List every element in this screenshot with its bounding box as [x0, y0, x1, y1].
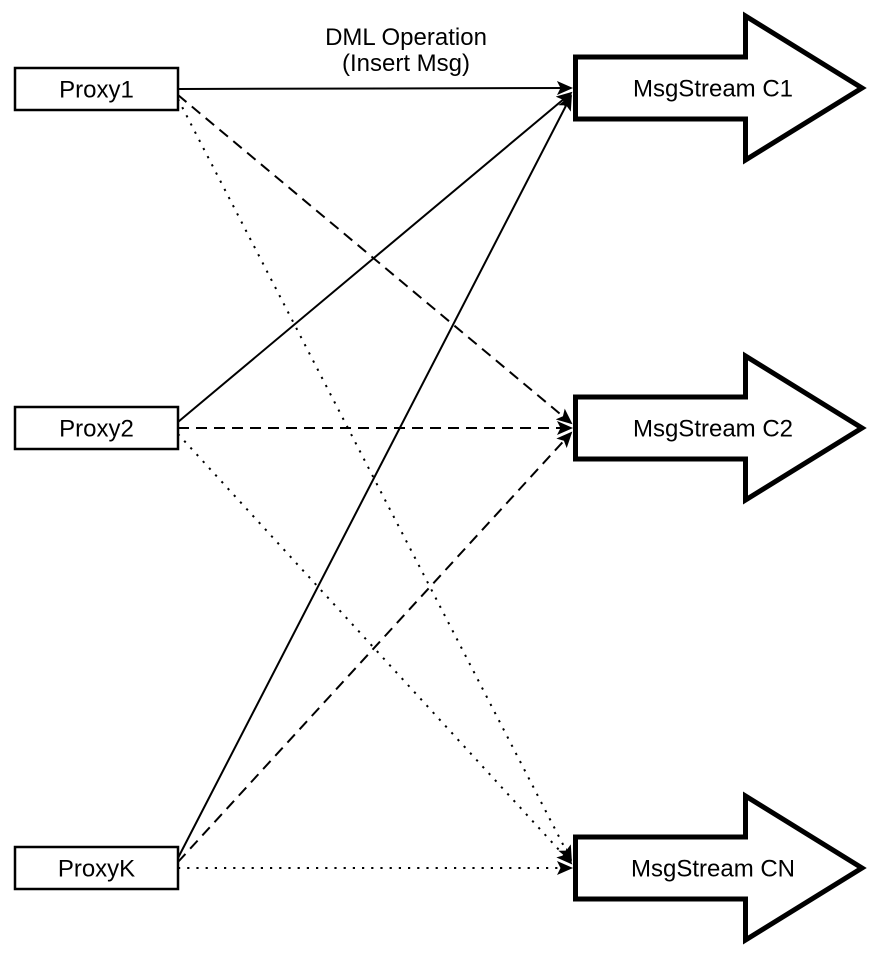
- proxy1-node: Proxy1: [13, 66, 180, 112]
- msgstream-c1-node: MsgStream C1: [573, 11, 867, 165]
- diagram-title-line2: (Insert Msg): [342, 50, 470, 77]
- proxyk-box: [13, 845, 180, 891]
- msgstream-cn-node: MsgStream CN: [573, 791, 867, 945]
- proxy2-box: [13, 405, 180, 451]
- msgstream-c1-arrow-shape: [573, 11, 867, 165]
- edge-proxy1-c2: [177, 94, 573, 425]
- proxy1-box: [13, 66, 180, 112]
- proxy2-node: Proxy2: [13, 405, 180, 451]
- proxyk-label: ProxyK: [58, 856, 135, 883]
- proxy2-label: Proxy2: [59, 416, 134, 443]
- edge-proxy2-c1: [177, 91, 573, 423]
- diagram-title-line1: DML Operation: [325, 24, 487, 51]
- proxyk-node: ProxyK: [13, 845, 180, 891]
- msgstream-c2-label: MsgStream C2: [633, 416, 793, 443]
- edges-layer: [177, 81, 573, 875]
- msgstream-c2-arrow-shape: [573, 351, 867, 505]
- msgstream-cn-label: MsgStream CN: [631, 856, 795, 883]
- msgstream-cn-arrow-shape: [573, 791, 867, 945]
- edge-proxyk-c1: [177, 94, 572, 859]
- proxy1-label: Proxy1: [59, 77, 134, 104]
- msgstream-c2-node: MsgStream C2: [573, 351, 867, 505]
- msgstream-c1-label: MsgStream C1: [633, 76, 793, 103]
- diagram-title: DML Operation (Insert Msg): [325, 24, 487, 77]
- edge-proxy1-c1: [177, 81, 573, 96]
- edge-proxyk-c2: [177, 431, 573, 863]
